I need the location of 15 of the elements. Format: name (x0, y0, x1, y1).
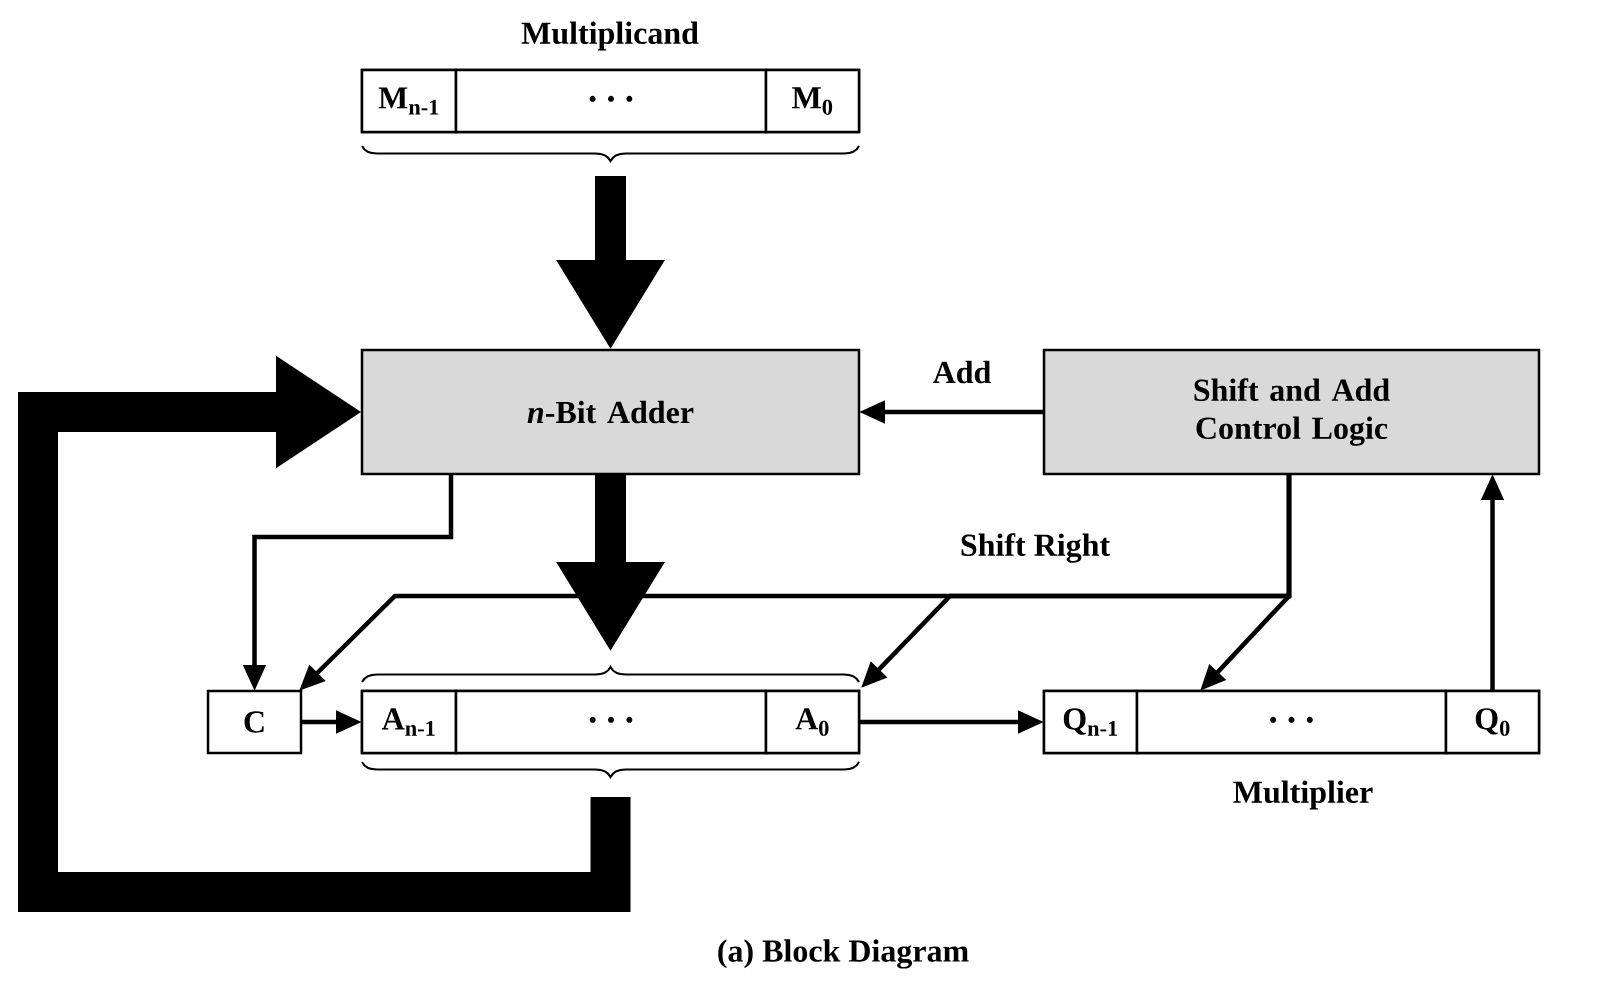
caption: (a) Block Diagram (718, 939, 969, 969)
register-cell: Q$_{0}$ (1444, 689, 1541, 755)
edge-label: Add (930, 358, 994, 386)
adder-box: n-Bit Adder (360, 348, 861, 476)
arrow (18, 355, 631, 912)
register-cell: C (206, 689, 303, 755)
edge-label: Shift Right (957, 531, 1113, 565)
register-cell: Q$_{n-1}$ (1042, 689, 1139, 755)
node-label: Multiplier (1233, 780, 1373, 810)
register-cell: M$_{n-1}$ (360, 68, 458, 134)
node-label: Multiplicand (521, 21, 699, 51)
register-cell: A$_{n-1}$ (360, 689, 458, 755)
register-cell: A$_{0}$ (764, 689, 861, 755)
control-logic-box: Shift and Add Control Logic (1042, 348, 1541, 476)
register-cell: M$_{0}$ (764, 68, 861, 134)
